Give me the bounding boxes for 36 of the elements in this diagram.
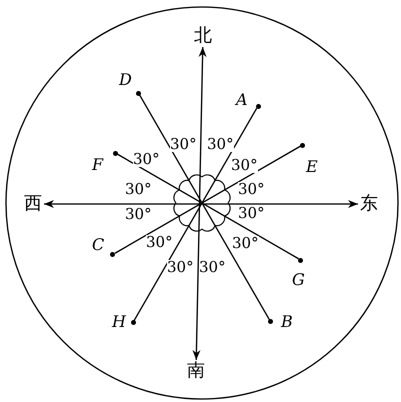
direction-label: 北	[194, 27, 212, 45]
point-label: E	[306, 159, 318, 175]
angle-label: 30°	[133, 152, 160, 167]
point-label: C	[92, 237, 104, 253]
point-dot	[298, 258, 304, 262]
point-dot	[130, 320, 136, 325]
angle-label: 30°	[207, 137, 234, 152]
point-dot	[256, 104, 260, 108]
point-label: F	[92, 157, 104, 173]
direction-label: 南	[187, 362, 205, 380]
point-dot	[136, 90, 141, 96]
arrow	[192, 46, 207, 360]
point-label: G	[292, 272, 305, 288]
line	[139, 94, 270, 320]
angle-label: 30°	[232, 236, 259, 251]
point-dot	[110, 252, 116, 257]
point-dot	[300, 142, 305, 148]
point-label: H	[112, 314, 126, 330]
angle-label: 30°	[125, 182, 152, 197]
angle-label: 30°	[167, 260, 194, 275]
point-label: D	[119, 72, 132, 88]
point-label: B	[281, 314, 293, 330]
direction-label: 东	[360, 195, 378, 213]
direction-label: 西	[24, 195, 42, 213]
angle-label: 30°	[238, 182, 265, 197]
point-dot	[268, 319, 273, 324]
angle-label: 30°	[231, 158, 258, 173]
arrow	[44, 200, 358, 208]
line	[134, 108, 258, 321]
point-label: A	[236, 92, 248, 108]
angle-label: 30°	[125, 207, 152, 222]
angle-label: 30°	[238, 206, 265, 221]
point-dot	[112, 150, 118, 156]
angle-label: 30°	[170, 137, 197, 152]
angle-label: 30°	[146, 235, 173, 250]
angle-label: 30°	[199, 260, 226, 275]
